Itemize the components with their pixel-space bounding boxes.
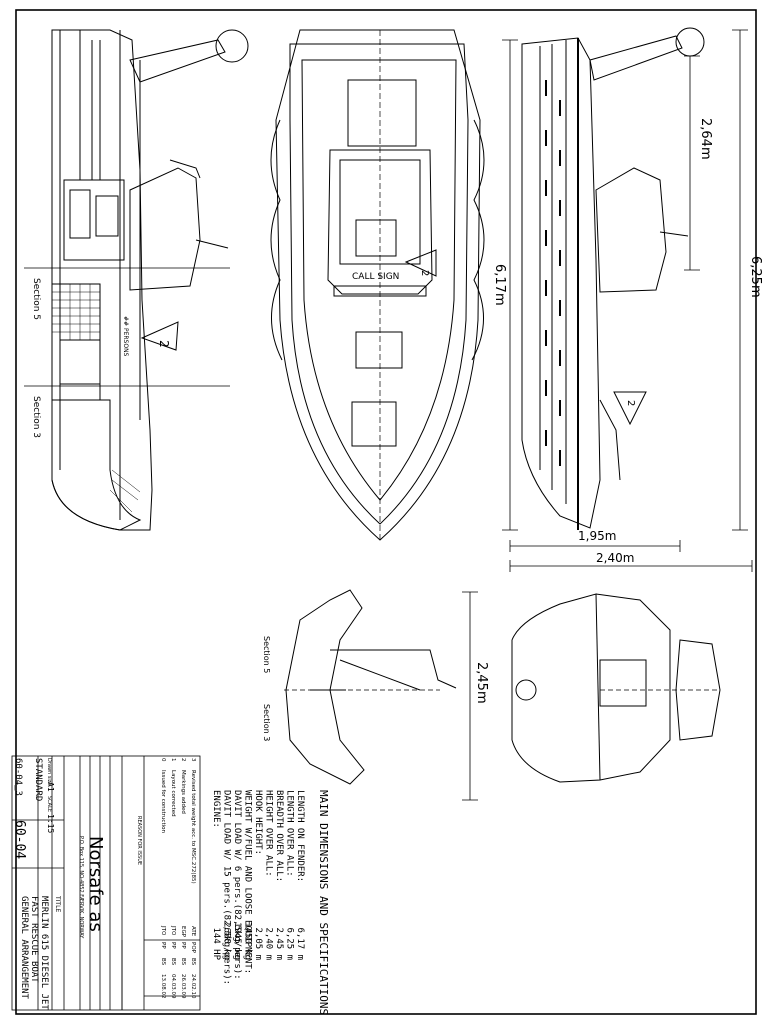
- revision-cell: ATE: [190, 926, 196, 937]
- spec-value: 2,45 m: [274, 927, 284, 960]
- call-sign-label: CALL SIGN: [352, 272, 399, 282]
- sheet-border: [15, 9, 757, 1015]
- section-5-label-small: Section 5: [262, 636, 271, 673]
- cross-section-view: [284, 589, 457, 785]
- revision-cell: JTO: [160, 925, 166, 936]
- dimension-lines: [462, 29, 753, 801]
- revision-cell: Issued for construction: [160, 770, 166, 833]
- section-5-label: Section 5: [31, 278, 41, 320]
- longitudinal-hatching: [52, 284, 141, 513]
- revision-cell: JTO: [170, 925, 176, 936]
- revision-cell: 24.02.10: [190, 974, 196, 999]
- revision-cell: BS: [160, 958, 166, 966]
- spec-label: HOOK HEIGHT:: [253, 790, 263, 855]
- dim-overall-length: 6,25m: [748, 256, 763, 298]
- section-3-label-small: Section 3: [262, 704, 271, 741]
- revision-cell: POP: [190, 942, 196, 954]
- dim-top-height: 2,64m: [698, 118, 713, 160]
- spec-label: BREADTH OVER ALL:: [274, 790, 284, 882]
- specs-heading: MAIN DIMENSIONS AND SPECIFICATIONS: [317, 790, 330, 1015]
- spec-value: 1450 kg: [243, 922, 253, 960]
- plan-view: [270, 29, 485, 541]
- revision-cell: BS: [170, 958, 176, 966]
- revision-cell: 3: [190, 758, 196, 762]
- revision-cell: PP: [180, 942, 186, 949]
- title-line-2: FAST RESCUE BOAT: [29, 896, 39, 983]
- revision-cell: PP: [160, 942, 166, 949]
- dim-length-on-fender: 6,17m: [492, 264, 507, 306]
- revision-cell: 26.03.09: [180, 974, 186, 999]
- title-line-3: GENERAL ARRANGEMENT: [19, 896, 29, 1000]
- revision-cell: BS: [180, 958, 186, 966]
- specs-rows: LENGTH ON FENDER: 6,17 m LENGTH OVER ALL: 6…: [211, 790, 305, 985]
- longitudinal-section-view: [24, 29, 249, 531]
- drawing-number-ref: 60-04_3: [13, 758, 23, 796]
- revision-cell: 2: [180, 758, 186, 762]
- title-block: [11, 755, 201, 1011]
- side-elevation-view: [521, 27, 705, 530]
- dim-beam-overall: 2,40m: [596, 551, 634, 565]
- company-name: Norsafe as: [85, 836, 106, 932]
- spec-label: HEIGHT OVER ALL:: [264, 790, 274, 877]
- revision-cell: BS: [190, 958, 196, 966]
- front-view: [511, 593, 721, 783]
- standard-label: STANDARD: [33, 758, 43, 801]
- title-line-1: MERLIN 615 DIESEL JET: [39, 896, 49, 1010]
- revision-cell: 1: [170, 758, 176, 762]
- spec-value: 2688 kg: [222, 922, 232, 960]
- spec-value: 1945 kg: [232, 922, 242, 960]
- drawing-size: A1: [46, 782, 55, 792]
- revision-cell: 13.08.02: [160, 974, 166, 999]
- spec-label: WEIGHT W/FUEL AND LOOSE EQUIPMENT:: [243, 790, 253, 974]
- spec-value: 6,25 m: [285, 927, 295, 960]
- drawing-number: 60-04: [12, 820, 27, 859]
- spec-value: 144 HP: [211, 927, 221, 960]
- triangle-marker-a: 2: [157, 340, 171, 348]
- triangle-marker-b: 2: [419, 270, 430, 276]
- spec-value: 2,40 m: [264, 927, 274, 960]
- specifications-block: MAIN DIMENSIONS AND SPECIFICATIONS LENGT…: [211, 790, 330, 1015]
- side-hull-markings: [545, 80, 561, 466]
- revision-cell: PP: [170, 942, 176, 949]
- dim-section-height: 2,45m: [474, 662, 489, 704]
- spec-value: 2,05 m: [253, 927, 263, 960]
- revision-cell: Markings added: [180, 770, 186, 814]
- scale-label: SCALE: [46, 796, 52, 812]
- scale-value: 1:15: [46, 814, 55, 833]
- revision-header: REASON FOR ISSUE: [136, 816, 142, 865]
- spec-value: 6,17 m: [295, 927, 305, 960]
- drawing-size-label: Drawn size: [46, 758, 52, 786]
- section-3-label: Section 3: [31, 396, 41, 438]
- spec-label: ENGINE:: [211, 790, 221, 828]
- dim-beam-inner: 1,95m: [578, 529, 616, 543]
- revision-cell: Revised total weight acc. to MSC.272(85): [190, 770, 196, 884]
- spec-label: LENGTH OVER ALL:: [285, 790, 295, 877]
- triangle-marker-c: 2: [625, 400, 636, 406]
- revision-cell: Layout corrected: [170, 770, 176, 817]
- persons-note: ## PERSONS: [122, 316, 129, 357]
- revision-cell: 0: [160, 758, 166, 762]
- revision-cell: EGP: [180, 926, 186, 938]
- company-address: P.O. Box 115, NO-4852 FÆRVIK, NORWAY: [78, 836, 84, 939]
- revision-cell: 04.03.09: [170, 974, 176, 999]
- title-label: TITLE: [54, 895, 61, 912]
- spec-label: LENGTH ON FENDER:: [295, 790, 305, 882]
- spec-label: DAVIT LOAD W/ 15 pers.(82,5kg/pers):: [222, 790, 232, 985]
- spec-label: DAVIT LOAD W/ 6 pers.(82,5kg/pers):: [232, 790, 242, 980]
